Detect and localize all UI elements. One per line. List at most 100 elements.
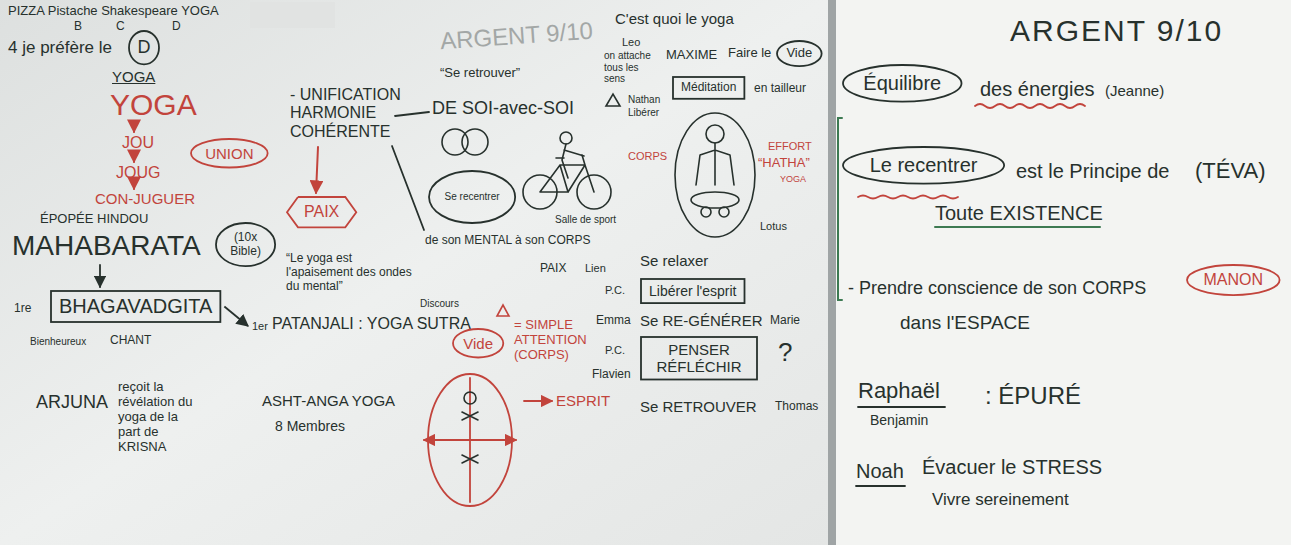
handwritten-note: MAHABARATA bbox=[12, 230, 201, 262]
node-text: Le recentrer bbox=[870, 154, 978, 177]
circled-word: MANON bbox=[1186, 264, 1281, 296]
handwritten-note: : ÉPURÉ bbox=[985, 382, 1081, 410]
handwritten-note: Noah bbox=[856, 460, 904, 483]
handwritten-note: (Jeanne) bbox=[1105, 82, 1164, 99]
body-sketch bbox=[524, 400, 552, 402]
handwritten-note: ÉPOPÉE HINDOU bbox=[40, 212, 148, 227]
handwritten-note: en tailleur bbox=[754, 82, 806, 96]
redaction-patch bbox=[250, 2, 335, 28]
warning-triangle bbox=[606, 94, 620, 106]
handwritten-note: JOU bbox=[122, 134, 154, 152]
box-outline bbox=[641, 337, 757, 380]
handwritten-note: Benjamin bbox=[870, 412, 928, 428]
right-board bbox=[836, 0, 1291, 545]
circle-outline bbox=[129, 31, 159, 64]
circled-word: Le recentrer bbox=[842, 146, 1005, 185]
handwritten-note: C'est quoi le yoga bbox=[615, 10, 734, 27]
node-text: Vide bbox=[786, 46, 812, 61]
body-sketch bbox=[424, 439, 516, 441]
node-text: Méditation bbox=[681, 81, 736, 95]
handwritten-note: Emma bbox=[596, 314, 631, 328]
etymology-arrows bbox=[133, 183, 135, 189]
circle-outline bbox=[429, 171, 515, 223]
handwritten-note: Se RETROUVER bbox=[640, 398, 757, 415]
handwritten-note: C bbox=[116, 20, 125, 34]
circle-outline bbox=[843, 147, 1004, 184]
handwritten-note: 8 Membres bbox=[275, 418, 345, 434]
node-text: D bbox=[138, 37, 151, 58]
body-marks bbox=[462, 392, 478, 463]
circle-outline bbox=[453, 329, 503, 357]
handwritten-note: MAXIME bbox=[666, 48, 717, 63]
circle-outline bbox=[191, 139, 268, 167]
handwritten-note: - UNIFICATION HARMONIE COHÉRENTE bbox=[290, 86, 430, 141]
handwritten-note: Libérer bbox=[628, 107, 659, 119]
handwritten-note: CON-JUGUER bbox=[95, 190, 195, 207]
body-marks bbox=[462, 412, 478, 463]
right-board-marks bbox=[838, 118, 842, 300]
handwritten-note: CHANT bbox=[110, 334, 151, 348]
meditation-figure bbox=[675, 113, 755, 237]
handwritten-note: = SIMPLE ATTENTION (CORPS) bbox=[514, 318, 592, 363]
node-text: PAIX bbox=[304, 203, 339, 221]
leader-arrow bbox=[224, 307, 248, 327]
right-board-marks bbox=[935, 226, 1100, 228]
board-frame bbox=[828, 0, 836, 545]
leader-lines bbox=[392, 146, 424, 230]
handwritten-note: reçoit la révélation du yoga de la part … bbox=[118, 380, 200, 455]
union-circles bbox=[442, 129, 468, 155]
handwritten-note: (TÉVA) bbox=[1195, 158, 1265, 183]
handwritten-note: YOGA bbox=[780, 174, 806, 184]
handwritten-note: “Se retrouver” bbox=[440, 66, 520, 81]
circled-word: Vide bbox=[452, 328, 504, 358]
handwritten-note: YOGA bbox=[110, 88, 197, 123]
boxed-word: PENSER RÉFLÉCHIR bbox=[640, 336, 758, 381]
handwritten-note: “Le yoga est l'apaisement des ondes du m… bbox=[286, 252, 421, 293]
handwritten-note: ARJUNA bbox=[36, 392, 108, 413]
handwritten-note: Bienheureux bbox=[30, 336, 86, 348]
handwritten-note: Se relaxer bbox=[640, 252, 708, 269]
handwritten-note: Lotus bbox=[760, 220, 787, 233]
boxed-word: Méditation bbox=[672, 76, 745, 100]
handwritten-note: 4 je préfère le bbox=[8, 38, 112, 58]
node-text: BHAGAVADGITA bbox=[59, 295, 212, 318]
handwritten-note: ASHT-ANGA YOGA bbox=[262, 392, 395, 409]
circle-outline bbox=[777, 41, 822, 66]
node-text: (10x Bible) bbox=[228, 231, 264, 259]
meditation-figure bbox=[691, 192, 739, 208]
handwritten-note: P.C. bbox=[605, 284, 625, 297]
handwritten-note: Salle de sport bbox=[555, 214, 616, 226]
circled-word: Se recentrer bbox=[428, 170, 516, 224]
bicycle-sketch bbox=[562, 144, 584, 178]
warning-triangle bbox=[497, 305, 509, 316]
handwritten-note: - Prendre conscience de son CORPS bbox=[848, 278, 1146, 299]
body-sketch bbox=[424, 374, 552, 506]
etymology-arrows bbox=[133, 124, 135, 132]
handwritten-note: Leo bbox=[622, 36, 640, 49]
right-board-marks bbox=[856, 485, 905, 487]
handwritten-note: on attache tous les sens bbox=[604, 50, 658, 85]
handwritten-note: Discours bbox=[420, 298, 459, 310]
handwritten-note: P.C. bbox=[605, 344, 625, 357]
meditation-figure bbox=[701, 207, 711, 217]
board-title: ARGENT 9/10 bbox=[1010, 14, 1223, 49]
circled-word: D bbox=[128, 30, 160, 65]
circle-outline bbox=[1187, 265, 1280, 295]
handwritten-note: ESPRIT bbox=[556, 392, 610, 409]
union-circles bbox=[442, 129, 488, 155]
box-outline bbox=[51, 291, 220, 322]
node-text: Libérer l'esprit bbox=[649, 283, 737, 299]
box-outline bbox=[673, 77, 744, 99]
right-board-marks bbox=[858, 196, 958, 199]
handwritten-note: PIZZA Pistache Shakespeare YOGA bbox=[8, 4, 219, 19]
circled-word: Vide bbox=[776, 40, 823, 67]
handwritten-note: Faire le bbox=[728, 46, 771, 61]
handwritten-note: Raphaël bbox=[858, 378, 940, 403]
circle-outline bbox=[216, 223, 275, 266]
handwritten-note: des énergies bbox=[980, 78, 1095, 101]
handwritten-note: YOGA bbox=[112, 68, 155, 85]
circled-word: Équilibre bbox=[842, 64, 963, 103]
meditation-figure bbox=[719, 207, 729, 217]
handwritten-note: B bbox=[74, 20, 82, 34]
